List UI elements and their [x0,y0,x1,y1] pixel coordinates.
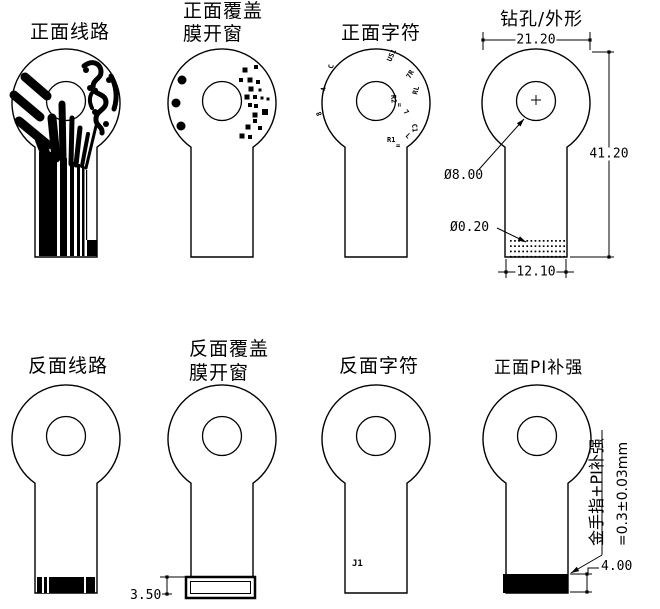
stiffener-note-line2: =0.3±0.03mm [615,441,631,547]
panel-back-circuit-label: 反面线路 [28,355,109,377]
svg-text:7: 7 [401,108,410,116]
dimension-center-hole: Ø8.00 [443,168,485,183]
panel-back-silkscreen-label: 反面字符 [339,355,420,377]
dimension-coverlay-opening-height: 3.50 [129,588,163,603]
svg-text:C: C [327,64,336,70]
svg-text:RL: RL [411,85,421,95]
svg-text:R1: R1 [387,136,395,144]
dimension-tail-width: 12.10 [515,264,557,280]
svg-text:4: 4 [320,87,328,92]
svg-text:7R: 7R [405,68,417,80]
dimension-outline-width: 21.20 [515,32,557,48]
svg-text:=: = [396,142,400,150]
stiffener-note-line1: 金手指+PI补强 [587,438,606,546]
svg-text:C1: C1 [410,123,419,132]
panel-front-coverlay-label-line1: 正面覆盖 [183,0,264,22]
svg-text:R2: R2 [389,94,398,103]
panel-drill-outline-label: 钻孔/外形 [500,9,584,30]
panel-front-circuit-label: 正面线路 [30,21,111,43]
dimension-via-hole: Ø0.20 [449,220,491,235]
svg-text:J1: J1 [352,559,363,569]
svg-text:=: = [395,102,403,107]
dimension-outline-height: 41.20 [588,146,630,162]
panel-front-coverlay-label-line2: 膜开窗 [183,23,244,45]
svg-text:8: 8 [315,110,324,117]
panel-back-coverlay-label-line1: 反面覆盖 [189,338,270,360]
panel-back-coverlay-label-line2: 膜开窗 [189,362,250,384]
panel-front-silkscreen-label: 正面字符 [341,22,422,44]
panel-front-pi-stiffener-label: 正面PI补强 [494,358,584,378]
dimension-stiffener-width: 4.00 [600,559,634,574]
svg-text:L: L [404,132,413,141]
